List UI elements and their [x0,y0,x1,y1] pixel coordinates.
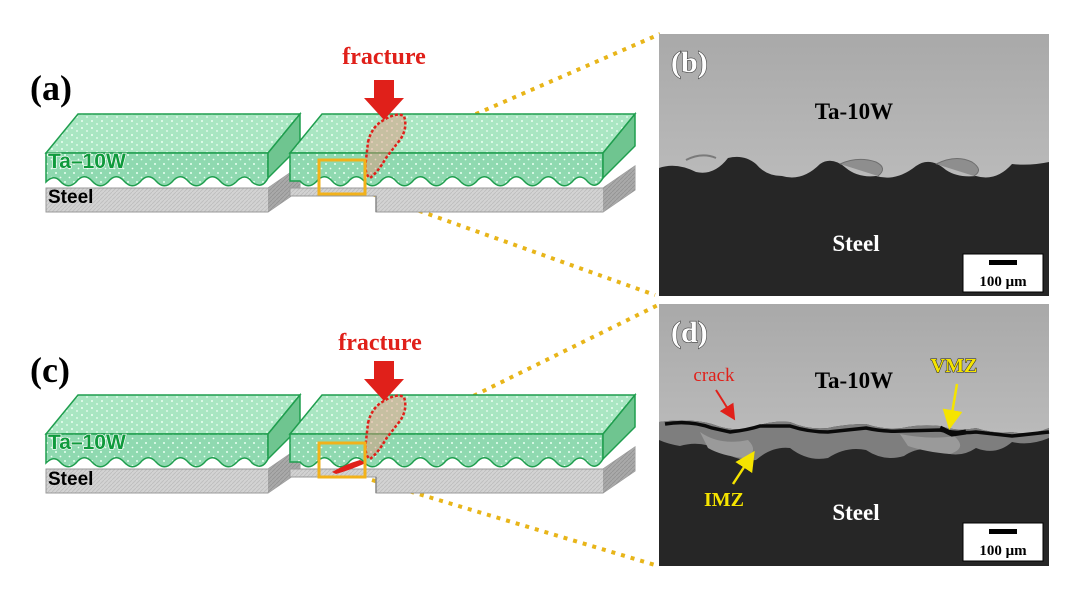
fracture-label-c: fracture [338,330,422,356]
scale-bar-label-b: 100 μm [979,274,1027,290]
right-block-a [288,111,637,213]
scale-bar-d: 100 μm [962,522,1044,562]
panel-label-a: (a) [30,68,72,108]
left-block-c [44,392,302,494]
fracture-arrow-a [364,80,404,120]
scale-bar-b: 100 μm [962,253,1044,293]
material-label-ta-d: Ta-10W [815,368,893,393]
fracture-label-a: fracture [342,44,426,70]
micrograph-b: (b) Ta-10W Steel 100 μm [659,34,1049,296]
fracture-zone-c [364,394,407,461]
ta-region-d [659,304,1049,434]
interface-crack-c [332,460,366,474]
ta-layer-label-c: Ta–10W [48,431,126,454]
panel-label-b: (b) [671,46,708,79]
imz-label-d: IMZ [704,489,744,511]
panel-label-d: (d) [671,316,708,349]
micrograph-d: (d) Ta-10W Steel crack VMZ IMZ 100 μm [659,304,1050,566]
crack-label-d: crack [693,365,735,386]
schematic-c: fracture Ta–10W Steel (c) [30,330,637,494]
fracture-arrow-c [364,361,404,401]
steel-layer-label-c: Steel [48,469,93,490]
imz-arrow-d [731,450,755,485]
vmz-label-d: VMZ [931,355,978,377]
right-block-c [288,392,637,494]
highlight-box-a [317,158,367,196]
highlight-box-c [317,441,367,479]
crack-arrow-d [715,389,736,421]
material-label-steel-b: Steel [832,231,879,256]
material-label-ta-b: Ta-10W [815,99,893,124]
panel-label-c: (c) [30,350,70,390]
ta-layer-label-a: Ta–10W [48,150,126,173]
fracture-zone-a [364,113,407,180]
steel-layer-label-a: Steel [48,187,93,208]
scale-bar-label-d: 100 μm [979,543,1027,559]
schematic-a: fracture Ta–10W Steel (a) [30,44,637,213]
ta-region-b [659,34,1049,178]
vmz-arrow-d [942,383,963,430]
material-label-steel-d: Steel [832,500,879,525]
